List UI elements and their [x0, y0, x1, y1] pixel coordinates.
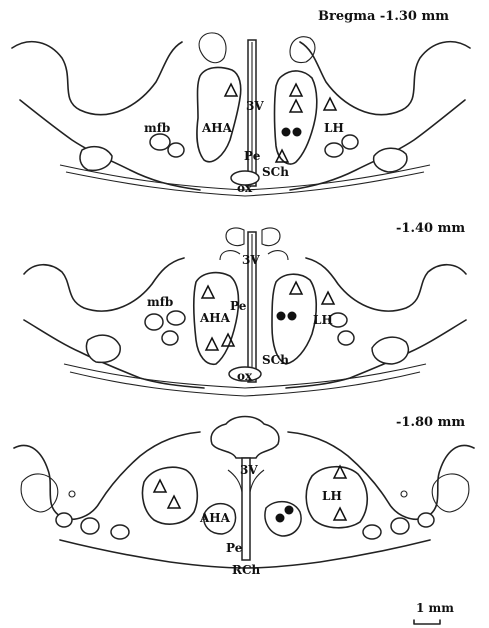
section-2-triangle-marker — [202, 286, 214, 298]
section-2-right-nucleus-b — [338, 331, 354, 345]
section-3-filled-circle-marker — [276, 514, 285, 523]
section-1-filled-circle-marker — [293, 128, 302, 137]
section-2-right-contour — [306, 258, 466, 311]
section-3-dorsal-structure — [211, 417, 279, 459]
section-3-left-lower-contour — [60, 540, 245, 568]
section-1-mfb-nucleus-a — [150, 134, 170, 150]
section-2: -1.40 mm 3V AHA LH mfb Pe SCh ox — [24, 221, 466, 396]
section-3-right-lower-contour — [245, 540, 430, 568]
section-1-mfb-nucleus-b — [168, 143, 184, 157]
section-3-level-label: -1.80 mm — [396, 415, 465, 430]
section-1-left-ventral-block — [80, 147, 112, 171]
section-3-left-small-ring — [69, 491, 75, 497]
section-2-mfb-nucleus-a — [145, 314, 163, 330]
section-3-triangle-marker — [154, 480, 166, 492]
section-2-label-ox: ox — [237, 369, 253, 383]
scale-bar-line — [414, 620, 440, 624]
section-3-triangle-marker — [334, 508, 346, 520]
section-1-label-3v: 3V — [246, 99, 264, 113]
section-3-label-aha: AHA — [199, 511, 231, 525]
section-2-filled-circle-marker — [288, 312, 297, 321]
section-3-left-nucleus-outline — [142, 467, 197, 524]
section-3-right-small-nucleus-a — [363, 525, 381, 539]
section-1-right-nucleus-b — [342, 135, 358, 149]
section-1-level-label: Bregma -1.30 mm — [318, 9, 449, 24]
section-2-filled-circle-marker — [277, 312, 286, 321]
section-2-triangle-marker — [322, 292, 334, 304]
section-1: Bregma -1.30 mm 3V AHA LH mfb Pe SCh ox — [12, 9, 470, 196]
section-1-top-lobes — [199, 33, 315, 63]
section-3-label-pe: Pe — [226, 541, 243, 555]
section-1-right-contour — [300, 42, 470, 115]
section-3-label-3v: 3V — [240, 463, 258, 477]
section-1-left-nucleus-outline — [197, 68, 241, 162]
section-1-label-ox: ox — [237, 181, 253, 195]
section-3-right-small-nucleus-c — [418, 513, 434, 527]
section-1-label-sch: SCh — [262, 165, 289, 179]
section-3-left-small-nucleus-a — [56, 513, 72, 527]
section-1-triangle-marker — [290, 100, 302, 112]
section-1-label-pe: Pe — [244, 149, 261, 163]
section-3-triangle-marker — [168, 496, 180, 508]
section-1-filled-circle-marker — [282, 128, 291, 137]
section-2-left-ventral-block — [86, 335, 120, 362]
section-2-mfb-nucleus-c — [162, 331, 178, 345]
scale-bar: 1 mm — [414, 601, 454, 624]
section-3-label-rch: RCh — [232, 563, 261, 577]
section-3-right-contour — [288, 432, 474, 519]
section-2-label-sch: SCh — [262, 353, 289, 367]
section-3-left-wedge — [21, 474, 58, 512]
section-2-right-ventral-block — [372, 337, 408, 364]
section-2-label-lh: LH — [313, 313, 333, 327]
section-3-left-small-nucleus-b — [81, 518, 99, 534]
section-1-right-ventral-block — [374, 148, 407, 172]
section-1-label-aha: AHA — [201, 121, 233, 135]
section-3-left-contour — [14, 432, 200, 519]
section-2-triangle-marker — [290, 282, 302, 294]
section-3-filled-circle-marker — [285, 506, 294, 515]
section-1-label-lh: LH — [324, 121, 344, 135]
section-3-right-small-ring — [401, 491, 407, 497]
section-1-triangle-marker — [290, 84, 302, 96]
section-3-left-small-nucleus-c — [111, 525, 129, 539]
section-3: -1.80 mm 3V AHA LH Pe RCh — [14, 415, 474, 577]
section-1-right-nucleus-a — [325, 143, 343, 157]
section-2-level-label: -1.40 mm — [396, 221, 465, 236]
section-1-triangle-marker — [324, 98, 336, 110]
section-1-label-mfb: mfb — [144, 121, 170, 135]
section-2-label-aha: AHA — [199, 311, 231, 325]
scale-bar-label: 1 mm — [416, 601, 454, 615]
section-2-label-mfb: mfb — [147, 295, 173, 309]
section-3-right-small-nucleus-b — [391, 518, 409, 534]
section-2-mfb-nucleus-b — [167, 311, 185, 325]
section-2-label-pe: Pe — [230, 299, 247, 313]
section-2-triangle-marker — [206, 338, 218, 350]
section-3-label-lh: LH — [322, 489, 342, 503]
section-1-left-contour — [12, 42, 182, 115]
section-2-label-3v: 3V — [242, 253, 260, 267]
section-1-triangle-marker — [225, 84, 237, 96]
